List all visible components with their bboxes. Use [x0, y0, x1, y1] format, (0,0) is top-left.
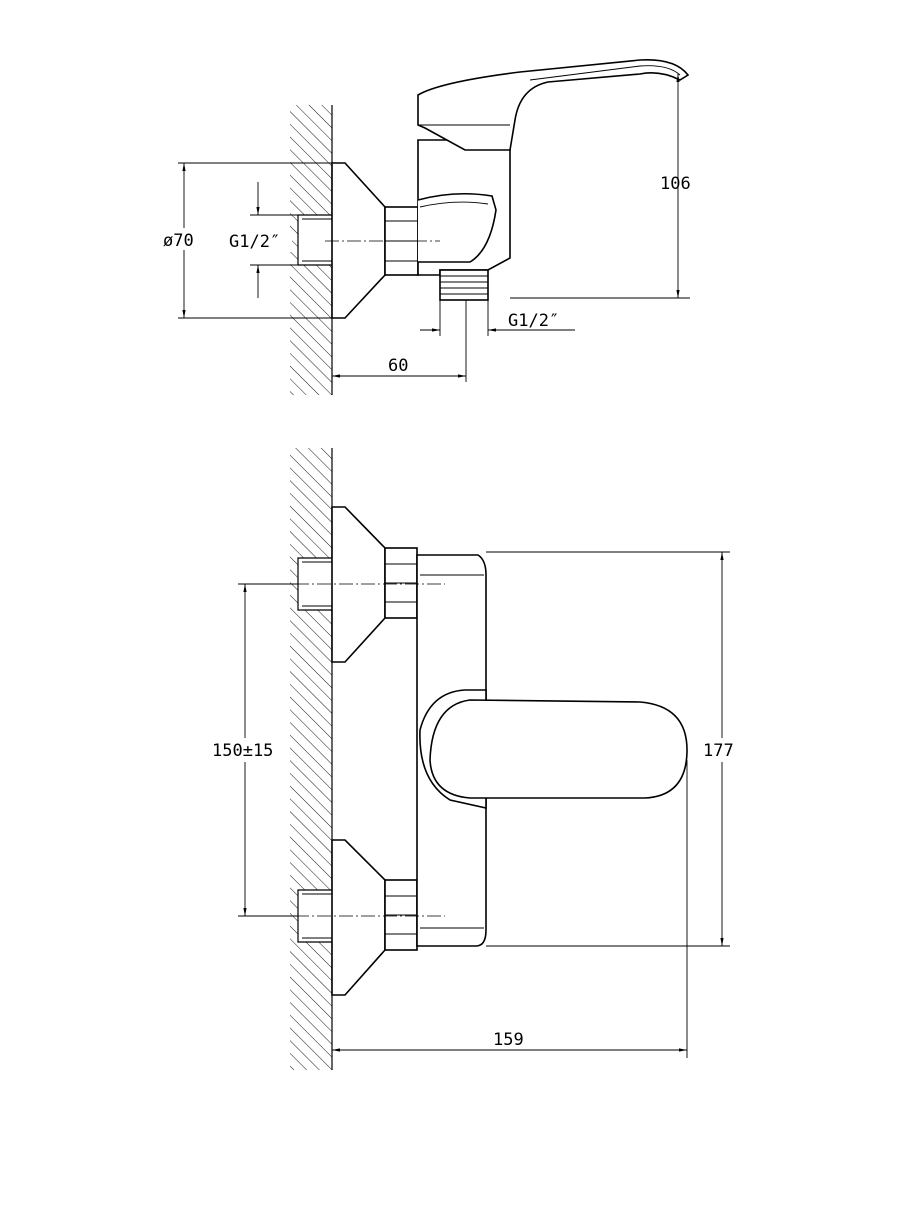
front-upper-escutcheon: [331, 506, 418, 663]
side-inlet-thread-label: G1/2″: [229, 232, 280, 252]
side-wall: [290, 105, 333, 395]
side-diameter-label: ø70: [163, 231, 194, 251]
side-depth-dimension: 60: [332, 300, 467, 382]
front-length-dimension: 159: [332, 760, 688, 1058]
front-spacing-label: 150±15: [212, 741, 273, 761]
front-length-label: 159: [493, 1030, 524, 1050]
front-height-label: 177: [703, 741, 734, 761]
side-outlet-thread-dimension: G1/2″: [420, 300, 575, 336]
front-height-dimension: 177: [486, 551, 744, 947]
side-view: 106 ø70 G1/2″ G1/2″: [160, 58, 691, 395]
side-mixer-body: [417, 58, 690, 301]
side-diameter-dimension: ø70: [160, 162, 332, 319]
side-inlet-thread-dimension: G1/2″: [226, 182, 298, 298]
side-outlet-thread-label: G1/2″: [508, 311, 559, 331]
front-wall: [290, 448, 333, 1070]
side-height-label: 106: [660, 174, 691, 194]
front-lower-escutcheon: [331, 839, 418, 996]
front-lever: [419, 689, 688, 809]
front-view: 150±15 177 159: [208, 448, 744, 1070]
side-depth-label: 60: [388, 356, 408, 376]
side-height-dimension: 106: [510, 74, 691, 299]
front-spacing-dimension: 150±15: [208, 583, 298, 917]
side-escutcheon: [331, 162, 386, 319]
side-hex-nut: [384, 206, 419, 276]
